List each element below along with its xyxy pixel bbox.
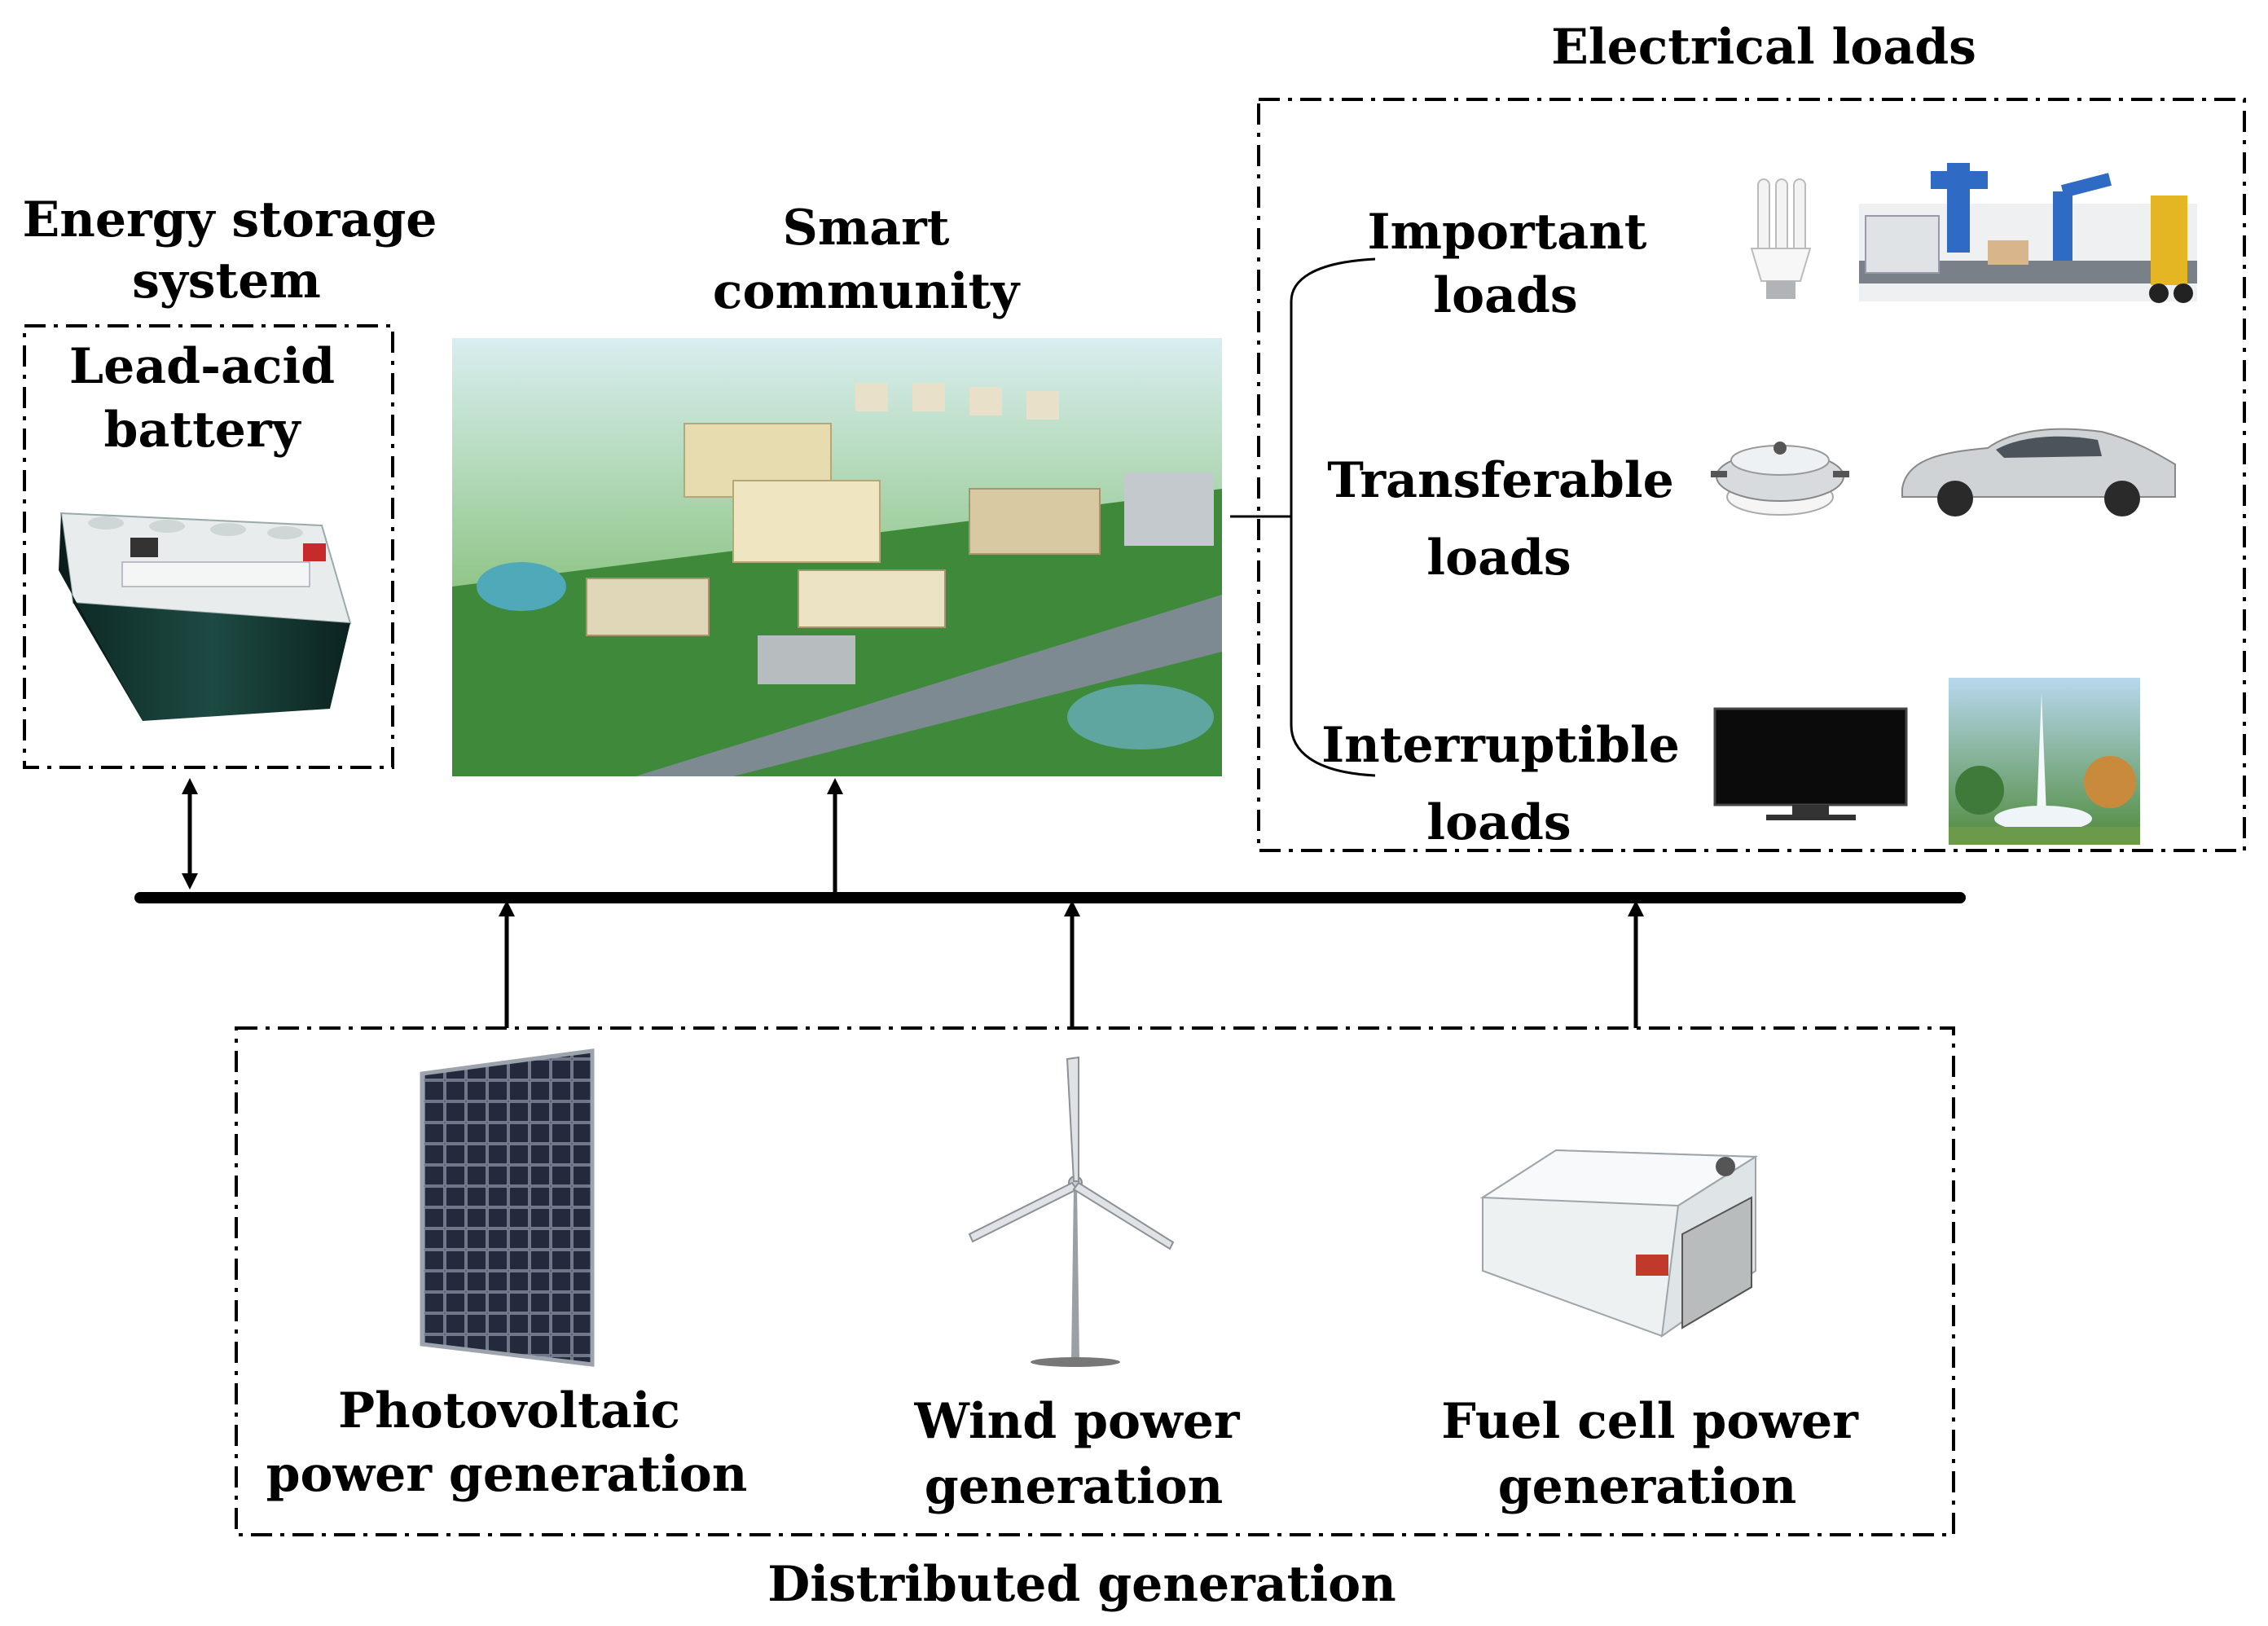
distributed-generation-box [235, 1026, 1955, 1536]
industrial-robots-icon [1859, 163, 2197, 303]
fuel-cell-label-line2: generation [1498, 1458, 1797, 1515]
transferable-loads-line1: Transferable [1327, 452, 1674, 509]
fuel-cell-label-line1: Fuel cell power [1441, 1393, 1859, 1450]
important-loads-line1: Important [1367, 204, 1646, 261]
electric-hot-pot-icon [1711, 442, 1849, 516]
fuel-cell-icon [1479, 1149, 1759, 1338]
wind-label-line1: Wind power [914, 1393, 1241, 1450]
wind-label-line2: generation [925, 1458, 1224, 1515]
light-bulb-icon [1750, 178, 1812, 299]
electrical-loads-title: Electrical loads [1551, 19, 1976, 76]
television-icon [1713, 707, 1908, 820]
loads-bracket [1290, 257, 1376, 777]
car-icon [1901, 428, 2176, 516]
energy-storage-title-line2: system [132, 253, 321, 310]
battery-label-line2: battery [104, 402, 302, 459]
smart-community-line1: Smart [782, 200, 949, 257]
smart-community-photo [452, 338, 1222, 776]
fountain-photo [1949, 678, 2140, 845]
battery-label-line1: Lead-acid [69, 338, 335, 395]
interruptible-loads-line1: Interruptible [1321, 717, 1680, 774]
transferable-loads-line2: loads [1426, 530, 1571, 587]
solar-panel-icon [420, 1048, 595, 1367]
important-loads-line2: loads [1433, 267, 1577, 324]
distributed-generation-title: Distributed generation [767, 1556, 1396, 1613]
energy-storage-box [23, 324, 394, 769]
smart-community-line2: community [713, 263, 1021, 320]
interruptible-loads-line2: loads [1426, 794, 1571, 851]
pv-label-line2: power generation [266, 1446, 748, 1503]
energy-storage-title-line1: Energy storage [23, 191, 437, 248]
pv-label-line1: Photovoltaic [338, 1382, 680, 1439]
wind-turbine-icon [968, 1056, 1175, 1367]
electrical-loads-box [1257, 98, 2246, 852]
lead-acid-battery-icon [59, 512, 352, 721]
